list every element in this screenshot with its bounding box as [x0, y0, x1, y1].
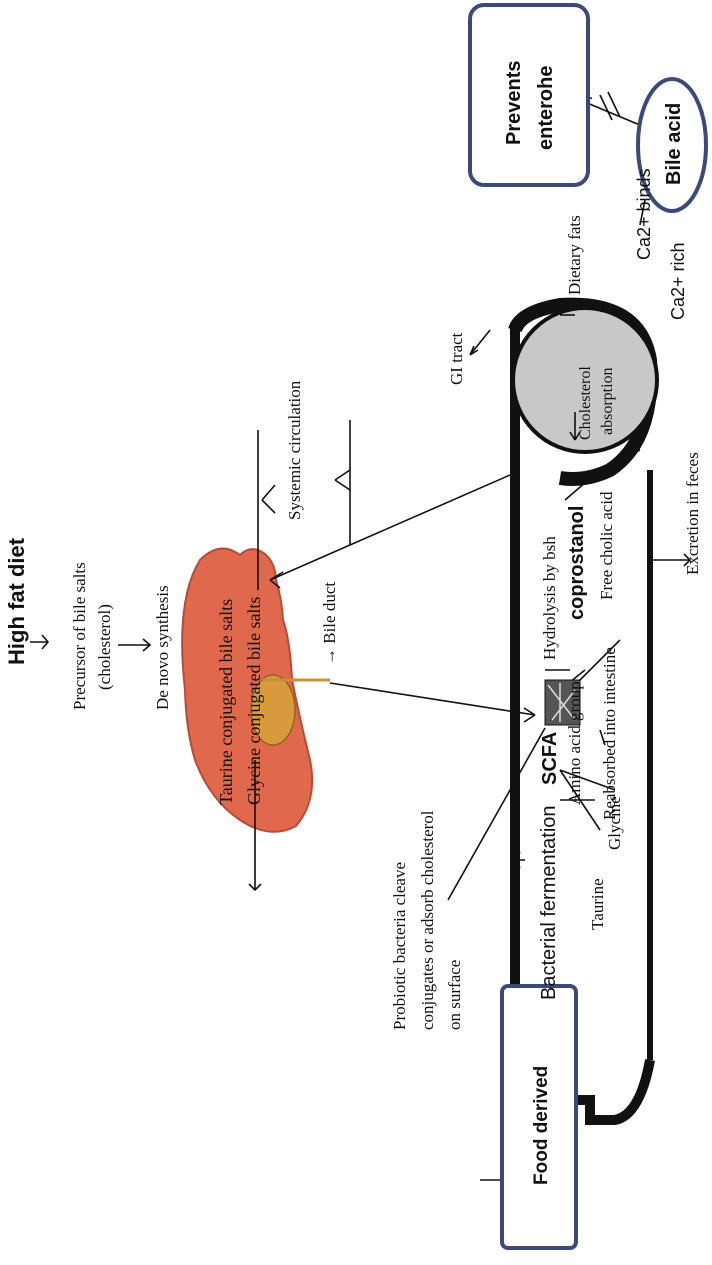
- absorption-label: absorption: [599, 367, 616, 435]
- text-labels: High fat diet Precursor of bile salts (c…: [4, 61, 702, 1186]
- glycine-label: Glycine: [605, 796, 624, 850]
- de-novo-label: De novo synthesis: [153, 585, 172, 710]
- enterohe-label: enterohe: [535, 66, 557, 150]
- bile-duct-label: → Bile duct: [320, 582, 339, 665]
- systemic-circulation-label: Systemic circulation: [285, 380, 304, 520]
- bacterial-fermentation-label: Bacterial fermentation: [538, 805, 560, 1000]
- high-fat-diet-label: High fat diet: [4, 537, 29, 665]
- dietary-fats-label: Dietary fats: [565, 215, 584, 295]
- free-cholic-acid-label: Free cholic acid: [597, 491, 616, 600]
- probiotic-label-line3: on surface: [445, 960, 464, 1030]
- prevents-box: [470, 5, 588, 185]
- coprostanol-label: coprostanol: [566, 506, 588, 620]
- precursor-label-line2: (cholesterol): [95, 604, 114, 690]
- probiotic-label-line1: Probiotic bacteria cleave: [390, 862, 409, 1030]
- food-derived-label: Food derived: [531, 1066, 552, 1185]
- glycine-conjugated-label: Glycine conjugated bile salts: [244, 597, 264, 805]
- bile-acid-label: Bile acid: [663, 103, 685, 185]
- connector-lines: [30, 92, 690, 1180]
- ca-binds-label: Ca2+ binds: [634, 168, 654, 260]
- reabsorbed-label: Reabsorbed into intestine: [600, 647, 619, 820]
- taurine-conjugated-label: Taurine conjugated bile salts: [216, 599, 236, 805]
- taurine-label: Taurine: [588, 878, 607, 930]
- precursor-label-line1: Precursor of bile salts: [70, 562, 89, 710]
- excretion-label: Excretion in feces: [683, 452, 702, 575]
- probiotic-label-line2: conjugates or adsorb cholesterol: [418, 810, 437, 1030]
- prevents-label: Prevents: [503, 61, 525, 146]
- cholesterol-label: Cholesterol: [577, 366, 594, 440]
- gi-tract-label: GI tract: [447, 332, 466, 385]
- hydrolysis-label: Hydrolysis by bsh: [540, 536, 559, 660]
- ca-rich-label: Ca2+ rich: [668, 242, 688, 320]
- amino-acid-label: Amino acid group: [565, 681, 584, 805]
- scfa-label: SCFA: [539, 732, 561, 785]
